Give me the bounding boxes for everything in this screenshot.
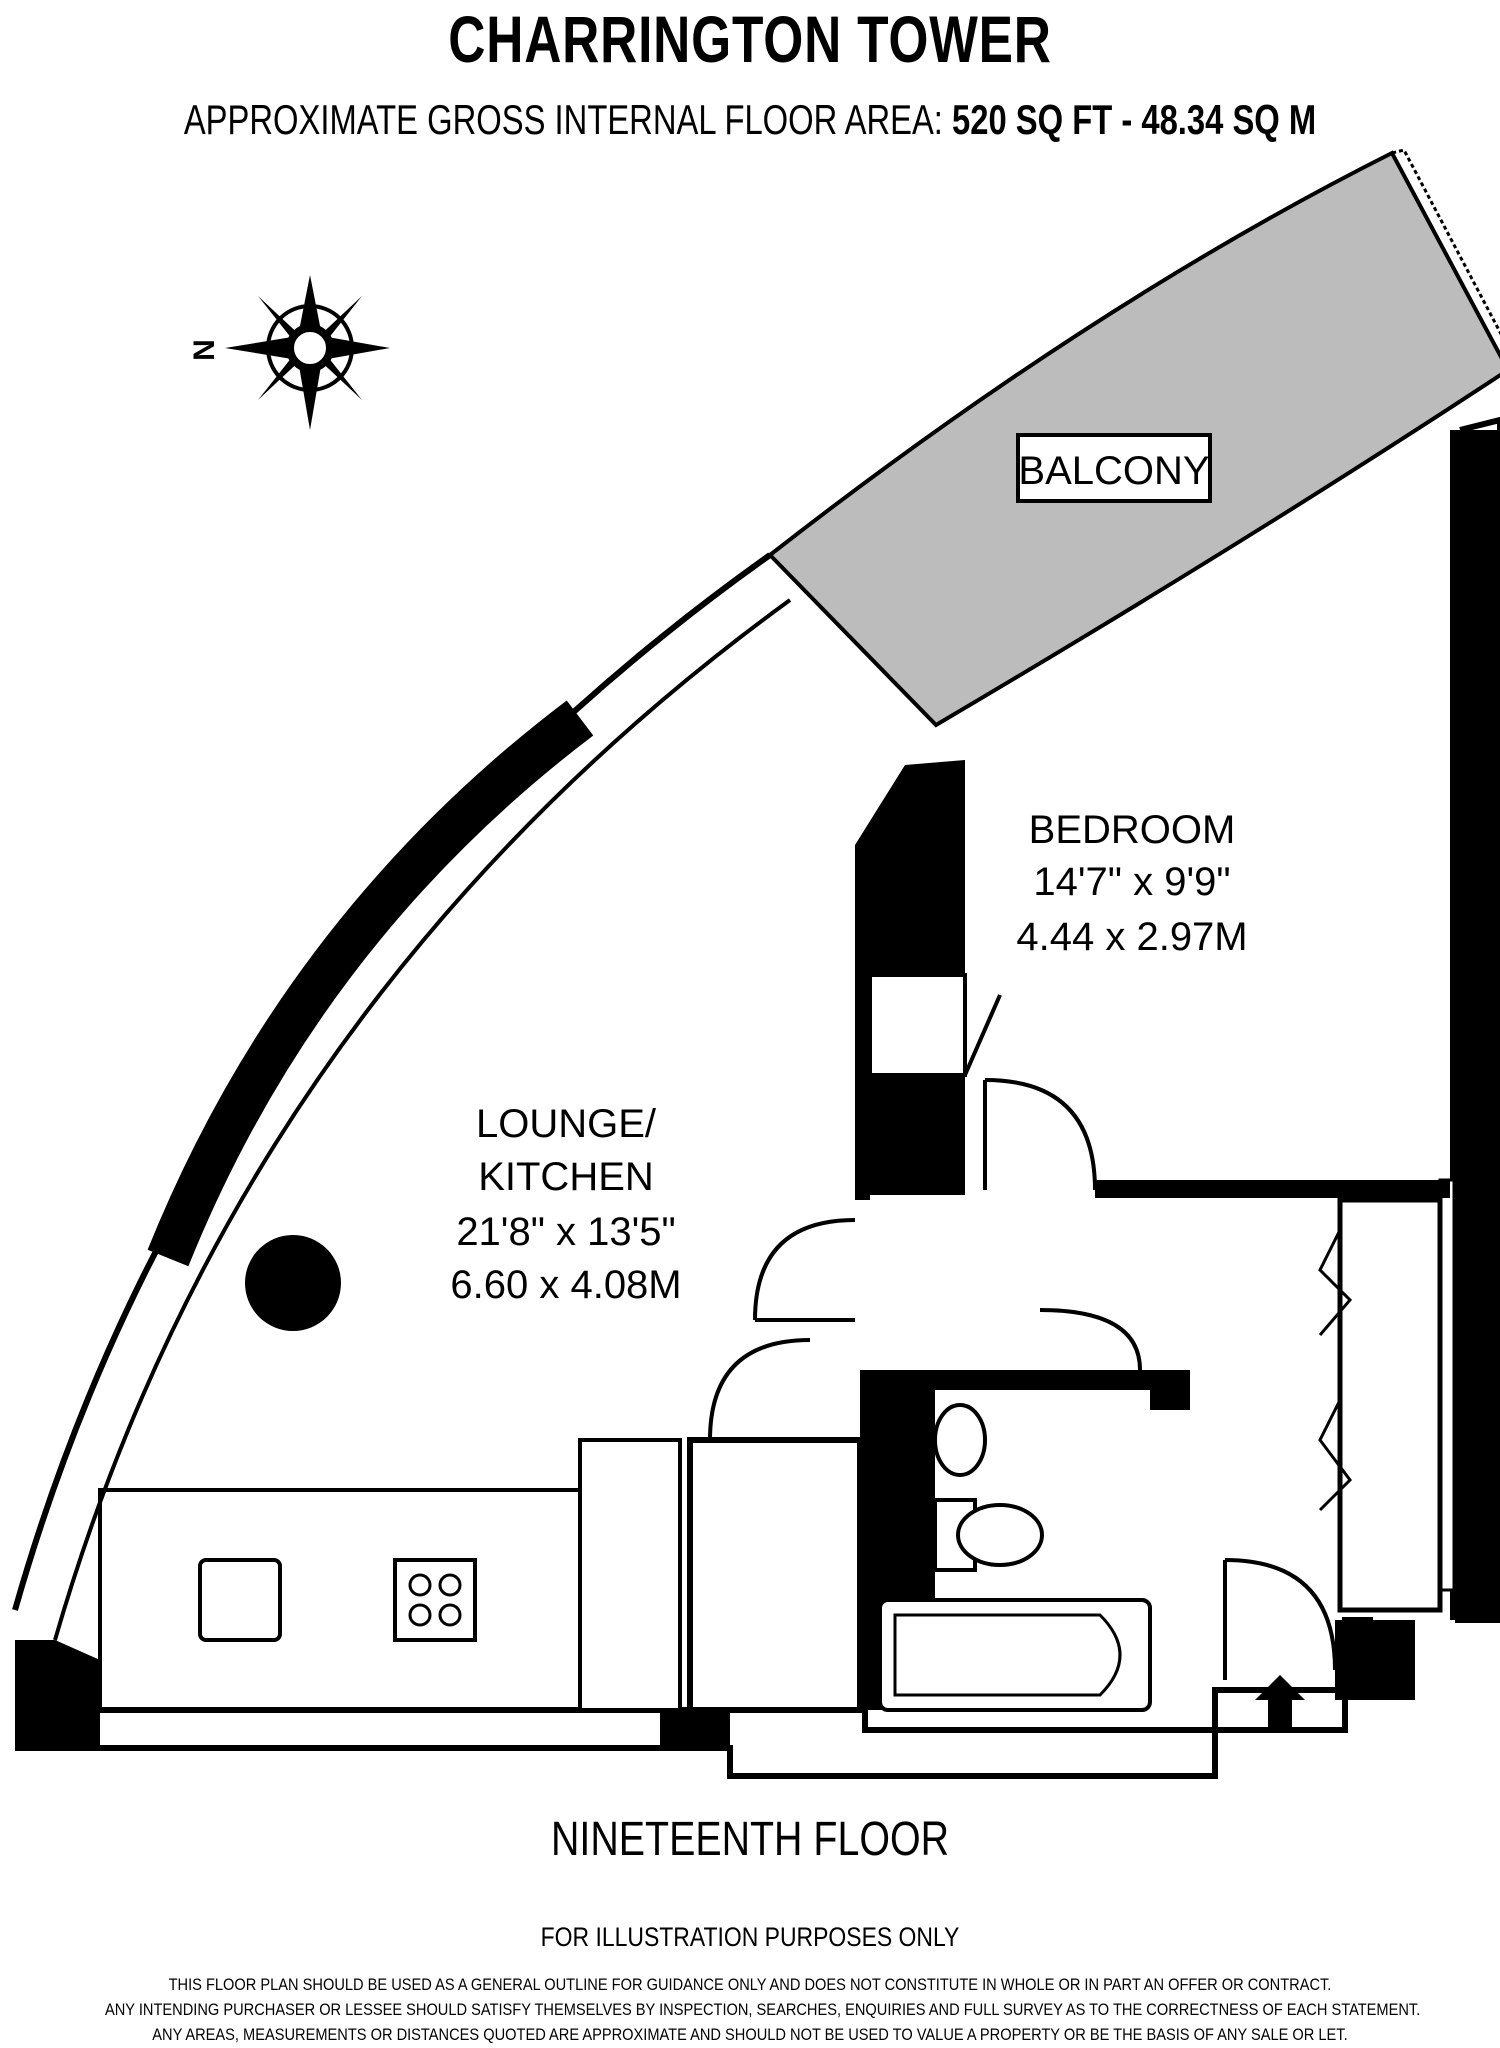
wardrobe-door-2: [1318, 1399, 1352, 1512]
hob-ring-4: [438, 1603, 462, 1627]
sink-icon: [198, 1558, 282, 1642]
wardrobe: [1337, 1197, 1443, 1613]
disclaimer-line: ANY INTENDING PURCHASER OR LESSEE SHOULD…: [105, 2000, 1421, 2019]
hob-icon: [393, 1558, 477, 1642]
bathtub-inner: [893, 1613, 1122, 1697]
toilet-bowl-icon: [956, 1503, 1044, 1567]
wall-bottom-mid: [660, 1710, 730, 1750]
bedroom-door-arc: [984, 1078, 1097, 1191]
floor-area-subtitle: APPROXIMATE GROSS INTERNAL FLOOR AREA: 5…: [165, 92, 1335, 148]
partition-wall-main: [855, 760, 965, 1200]
bedroom-name: BEDROOM: [1029, 808, 1236, 852]
entrance-arrow-icon: [1255, 1675, 1305, 1730]
balcony-label-box: [1016, 433, 1212, 503]
wall-east-solid: [1450, 430, 1500, 1620]
balcony-railing: [769, 148, 1500, 557]
lounge-name-line1: LOUNGE/: [476, 1102, 657, 1146]
store-wall: [687, 1437, 863, 1713]
area-sqft: 520 SQ FT: [952, 96, 1113, 143]
lounge-metric: 6.60 x 4.08M: [450, 1263, 681, 1307]
disclaimer: THIS FLOOR PLAN SHOULD BE USED AS A GENE…: [105, 1972, 1421, 2047]
area-sqm: 48.34 SQ M: [1141, 96, 1317, 143]
area-prefix: APPROXIMATE GROSS INTERNAL FLOOR AREA:: [183, 96, 943, 143]
floor-name: NINETEENTH FLOOR: [550, 1813, 950, 1866]
bath-door-arc: [1039, 1308, 1142, 1371]
hob-ring-3: [408, 1603, 432, 1627]
compass-north-label: N: [188, 339, 221, 361]
wall-bottom-left: [15, 1700, 100, 1750]
hob-ring-1: [408, 1573, 432, 1597]
bathroom-wall-right: [1150, 1370, 1190, 1410]
store-door-arc: [708, 1338, 811, 1441]
illustration-note: FOR ILLUSTRATION PURPOSES ONLY: [540, 1922, 960, 1952]
compass-rose-icon: [225, 275, 390, 430]
lounge-name-line2: KITCHEN: [478, 1155, 654, 1199]
outer-wall-solid-1: [147, 700, 594, 1267]
partition-closet: [868, 973, 967, 1077]
entry-door-arc: [1224, 1558, 1337, 1671]
partition-lower: [870, 1075, 965, 1195]
hall-door-arc: [753, 1218, 856, 1321]
balcony-label: BALCONY: [1018, 449, 1209, 493]
bedroom-imperial: 14'7" x 9'9": [1033, 860, 1230, 904]
lounge-imperial: 21'8" x 13'5": [456, 1210, 675, 1254]
page-title: CHARRINGTON TOWER: [448, 2, 1052, 76]
outer-wall-curved-inner: [53, 598, 792, 1641]
washbasin-icon: [933, 1403, 987, 1477]
hob-ring-2: [438, 1573, 462, 1597]
wall-bottom-right: [1335, 1620, 1415, 1700]
bathtub: [878, 1598, 1152, 1712]
disclaimer-line: ANY AREAS, MEASUREMENTS OR DISTANCES QUO…: [152, 2025, 1348, 2044]
bathroom-wall-top: [935, 1370, 1150, 1390]
closet-door: [963, 994, 1002, 1076]
wardrobe-door-1: [1318, 1229, 1353, 1336]
disclaimer-line: THIS FLOOR PLAN SHOULD BE USED AS A GENE…: [168, 1975, 1332, 1994]
structural-column: [245, 1235, 341, 1331]
area-separator: -: [1121, 96, 1133, 143]
kitchen-counter-side: [578, 1438, 682, 1712]
bedroom-metric: 4.44 x 2.97M: [1016, 915, 1247, 959]
bedroom-south-wall: [1095, 1180, 1450, 1198]
